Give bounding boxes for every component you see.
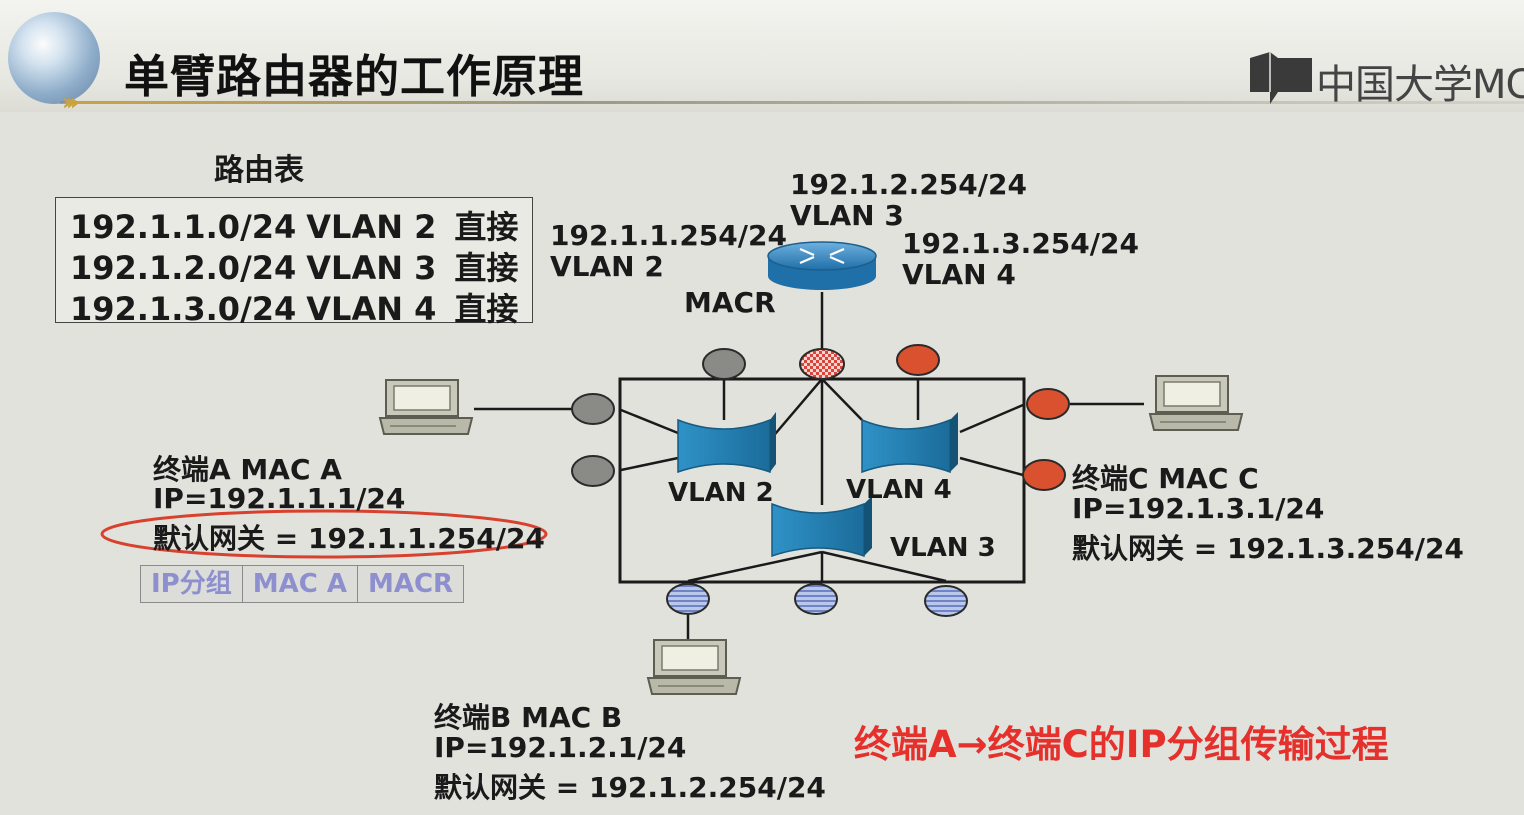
rt-type: 直接 — [454, 249, 519, 287]
router-icon — [767, 241, 877, 290]
router-vlan2-label: VLAN 2 — [550, 250, 664, 283]
vlan4-switch-icon — [861, 412, 958, 474]
terminal-b-gateway: 默认网关 = 192.1.2.254/24 — [434, 771, 826, 804]
router-vlan2-ip: 192.1.1.254/24 — [550, 219, 787, 252]
terminal-c-computer-icon — [1148, 375, 1244, 431]
vlan2-ports — [571, 348, 746, 487]
header-rule — [60, 101, 1524, 104]
terminal-a-computer-icon — [378, 379, 474, 435]
slide-title: 单臂路由器的工作原理 — [124, 50, 585, 103]
rt-type: 直接 — [454, 208, 519, 246]
vlan3-ports — [666, 583, 968, 617]
globe-icon — [8, 12, 100, 104]
router-vlan4-ip: 192.1.3.254/24 — [902, 227, 1139, 260]
mooc-logo-text: 中国大学MC — [1316, 62, 1524, 108]
vlan3-label: VLAN 3 — [890, 533, 996, 563]
rt-vlan: VLAN 3 — [306, 249, 437, 287]
packet-field-dst-mac: MACR — [367, 569, 454, 599]
terminal-b-name: 终端B MAC B — [434, 701, 623, 734]
terminal-b-ip: IP=192.1.2.1/24 — [434, 731, 687, 764]
router-vlan3-label: VLAN 3 — [790, 199, 904, 232]
external-links — [474, 292, 1144, 640]
rt-network: 192.1.3.0/24 — [70, 290, 297, 328]
port — [571, 455, 615, 487]
port — [896, 344, 940, 376]
packet-field-ip: IP分组 — [141, 566, 243, 602]
vlan2-label: VLAN 2 — [668, 478, 774, 508]
packet-field-src-mac: MAC A — [243, 566, 358, 602]
switch-wiring — [620, 378, 1024, 583]
vlan3-switch-icon — [771, 496, 872, 558]
terminal-c-gateway: 默认网关 = 192.1.3.254/24 — [1072, 532, 1464, 565]
ip-packet: IP分组 MAC A MACR — [140, 565, 465, 603]
port — [666, 583, 710, 615]
terminal-a-gateway: 默认网关 = 192.1.1.254/24 — [153, 522, 545, 555]
terminal-c-name: 终端C MAC C — [1072, 462, 1259, 495]
trunk-port — [799, 348, 845, 380]
transfer-caption: 终端A→终端C的IP分组传输过程 — [854, 723, 1389, 766]
port — [924, 585, 968, 617]
routing-table-title: 路由表 — [214, 153, 304, 188]
router-mac: MACR — [684, 286, 776, 319]
port — [794, 583, 838, 615]
rt-network: 192.1.1.0/24 — [70, 208, 297, 246]
port — [1022, 459, 1066, 491]
vlan4-label: VLAN 4 — [846, 475, 952, 505]
rt-vlan: VLAN 2 — [306, 208, 437, 246]
rt-vlan: VLAN 4 — [306, 290, 437, 328]
vlan4-ports — [896, 344, 1070, 491]
terminal-b-computer-icon — [646, 639, 742, 695]
port — [571, 393, 615, 425]
mooc-logo-icon — [1250, 52, 1312, 104]
vlan2-switch-icon — [677, 412, 776, 474]
port — [702, 348, 746, 380]
terminal-a-ip: IP=192.1.1.1/24 — [153, 482, 406, 515]
terminal-c-ip: IP=192.1.3.1/24 — [1072, 492, 1325, 525]
router-vlan3-ip: 192.1.2.254/24 — [790, 168, 1027, 201]
rt-type: 直接 — [454, 290, 519, 328]
gateway-highlight-ellipse — [100, 509, 548, 559]
terminal-a-name: 终端A MAC A — [153, 453, 342, 486]
port — [1026, 388, 1070, 420]
router-vlan4-label: VLAN 4 — [902, 258, 1016, 291]
rt-network: 192.1.2.0/24 — [70, 249, 297, 287]
